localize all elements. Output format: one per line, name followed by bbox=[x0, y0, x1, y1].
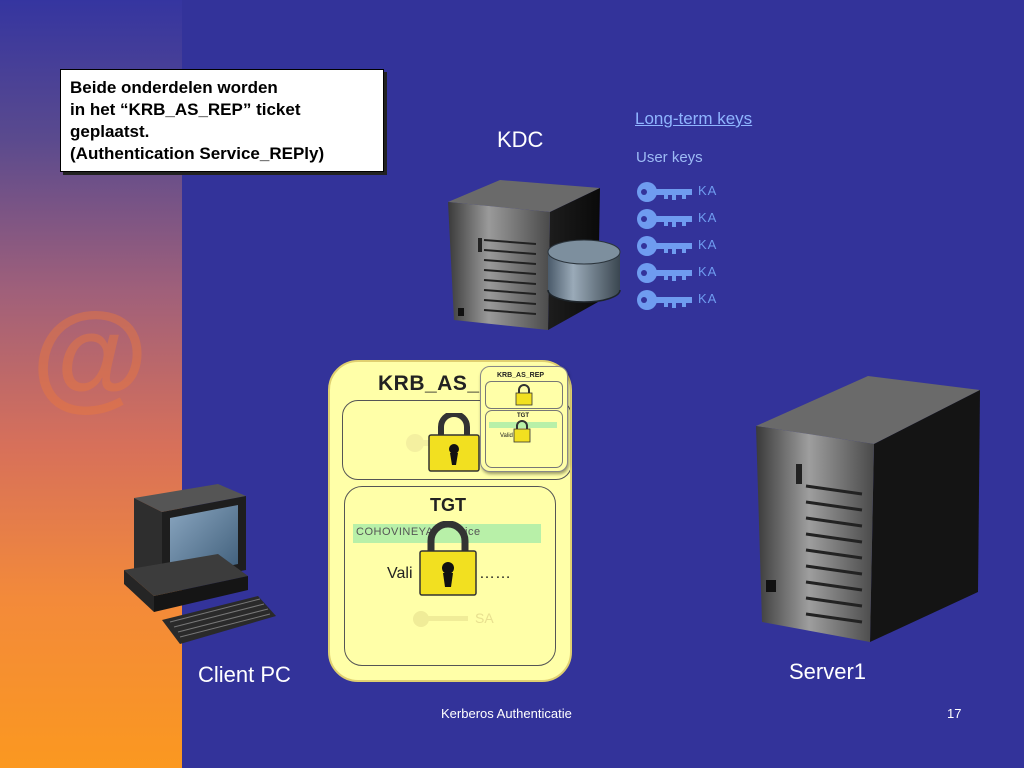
page-number: 17 bbox=[947, 706, 962, 721]
note-line-2: in het “KRB_AS_REP” ticket bbox=[70, 100, 301, 119]
user-keys-subtitle: User keys bbox=[636, 149, 703, 166]
mini-padlock-icon bbox=[515, 384, 533, 406]
kdc-server-icon bbox=[448, 180, 621, 330]
tgt-band-text: COHOVINEYA bbox=[356, 526, 434, 538]
user-key-row: KA bbox=[636, 288, 736, 314]
footer-title: Kerberos Authenticatie bbox=[441, 706, 572, 721]
key-label: KA bbox=[698, 291, 718, 306]
kdc-label: KDC bbox=[497, 127, 544, 152]
tgt-compartment: TGT COHOVINEYA ice Vali …… SA bbox=[344, 486, 556, 666]
key-icon bbox=[637, 290, 692, 310]
session-key-label: SA bbox=[475, 610, 494, 626]
user-key-row: KA bbox=[636, 207, 736, 233]
mini-package-title: KRB_AS_REP bbox=[497, 372, 545, 379]
package-title: KRB_AS_R bbox=[378, 372, 496, 395]
mini-tgt-validity: Valid bbox=[500, 433, 513, 439]
tgt-user-band: COHOVINEYA ice bbox=[353, 524, 541, 543]
session-key-icon bbox=[413, 611, 468, 627]
note-line-1: Beide onderdelen worden bbox=[70, 78, 278, 97]
at-symbol-watermark: @ bbox=[31, 288, 149, 422]
mini-krb-as-rep-package: KRB_AS_REP TGT Valid bbox=[480, 366, 568, 472]
key-label: KA bbox=[698, 183, 718, 198]
client-pc-icon bbox=[124, 484, 276, 644]
user-key-row: KA bbox=[636, 234, 736, 260]
key-icon bbox=[637, 263, 692, 283]
key-icon bbox=[637, 182, 692, 202]
user-key-row: KA bbox=[636, 261, 736, 287]
user-key-row: KA bbox=[636, 180, 736, 206]
tgt-title: TGT bbox=[430, 495, 466, 515]
mini-tgt-band bbox=[489, 422, 557, 428]
tgt-validity: Vali bbox=[387, 565, 413, 582]
explanation-note: Beide onderdelen worden in het “KRB_AS_R… bbox=[60, 69, 384, 172]
key-label: KA bbox=[698, 210, 718, 225]
server1-label: Server1 bbox=[789, 659, 867, 684]
long-term-keys-title[interactable]: Long-term keys bbox=[635, 109, 753, 128]
note-line-4: (Authentication Service_REPly) bbox=[70, 144, 325, 163]
encrypted-session-key-icon bbox=[406, 413, 480, 472]
server1-icon bbox=[756, 376, 980, 642]
mini-tgt-compartment: TGT Valid bbox=[485, 410, 563, 468]
client-pc-label: Client PC bbox=[198, 662, 291, 687]
mini-tgt-title: TGT bbox=[517, 413, 529, 419]
key-icon bbox=[637, 236, 692, 256]
key-label: KA bbox=[698, 237, 718, 252]
tgt-band-tail: ice bbox=[465, 526, 481, 538]
note-line-3: geplaatst. bbox=[70, 122, 150, 141]
mini-session-key-compartment bbox=[485, 381, 563, 409]
mini-tgt-padlock-icon bbox=[513, 420, 531, 443]
tgt-ellipsis: …… bbox=[479, 565, 511, 582]
key-icon bbox=[637, 209, 692, 229]
tgt-padlock-icon bbox=[419, 521, 477, 596]
key-label: KA bbox=[698, 264, 718, 279]
